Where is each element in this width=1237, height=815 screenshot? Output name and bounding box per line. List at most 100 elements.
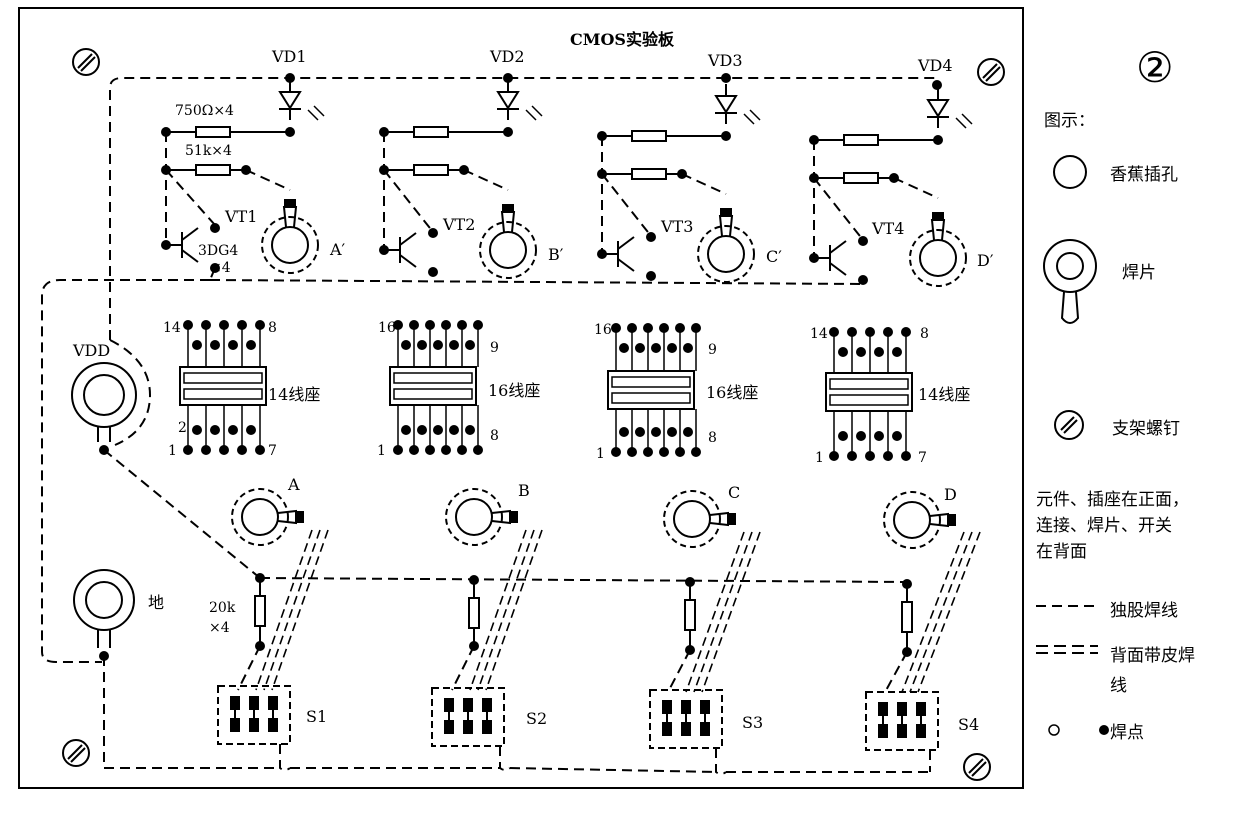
switch-s3[interactable] <box>649 689 723 749</box>
standoff-screw-icon <box>72 48 100 76</box>
switch-s3-label: S3 <box>742 713 763 732</box>
output-jack-c[interactable] <box>697 207 755 283</box>
resistor-51k-label: 51k×4 <box>185 143 232 159</box>
vt3-label: VT3 <box>660 217 693 236</box>
socket-4-top-right: 8 <box>920 326 929 342</box>
socket-pin <box>874 431 884 441</box>
insulated-wire-icon <box>1036 645 1098 654</box>
resistor-750-label: 750Ω×4 <box>175 103 234 119</box>
socket-pin <box>401 425 411 435</box>
socket-3-bottom-right: 8 <box>708 430 717 446</box>
socket-pin <box>237 445 247 455</box>
legend-standoff-screw: 支架螺钉 <box>1112 419 1180 439</box>
solder-lug-icon <box>1043 239 1097 324</box>
ic-socket[interactable] <box>825 327 913 461</box>
socket-pin <box>659 447 669 457</box>
socket-pin <box>901 327 911 337</box>
socket-pin <box>210 425 220 435</box>
socket-pin <box>393 445 403 455</box>
socket-pin <box>691 323 701 333</box>
ground-bus-bottom <box>103 656 930 773</box>
vd4-label: VD4 <box>917 56 953 75</box>
vd2-label: VD2 <box>489 47 525 66</box>
standoff-screw-icon <box>977 58 1005 86</box>
legend-banana-jack: 香蕉插孔 <box>1110 165 1178 185</box>
socket-pin <box>192 340 202 350</box>
socket-pin <box>883 327 893 337</box>
ground-jack[interactable] <box>73 569 135 661</box>
socket-pin <box>425 445 435 455</box>
input-jack-c[interactable] <box>663 490 737 548</box>
led-icon <box>496 79 543 121</box>
input-jack-b[interactable] <box>445 488 519 546</box>
socket-pin <box>441 320 451 330</box>
led-icon <box>926 87 973 129</box>
socket-pin <box>691 447 701 457</box>
socket-pin <box>838 347 848 357</box>
socket-pin <box>409 320 419 330</box>
socket-pin <box>865 451 875 461</box>
board-title: CMOS实验板 <box>570 30 675 49</box>
socket-pin <box>883 451 893 461</box>
switch-s2[interactable] <box>431 687 505 747</box>
output-b-label: B′ <box>548 245 564 264</box>
vdd-jack[interactable] <box>71 362 137 455</box>
socket-pin <box>847 451 857 461</box>
socket-pin <box>465 425 475 435</box>
output-jack-d[interactable] <box>909 211 967 287</box>
socket-1-bottom-mid: 2 <box>178 420 187 436</box>
transistor-label: 3DG4 <box>198 243 238 259</box>
socket-pin <box>201 320 211 330</box>
output-jack-b[interactable] <box>479 203 537 279</box>
input-jack-a[interactable] <box>231 488 305 546</box>
socket-pin <box>683 427 693 437</box>
socket-pin <box>651 427 661 437</box>
input-pullup-bus <box>259 577 908 583</box>
socket-2-bottom-right: 8 <box>490 428 499 444</box>
pullup-resistors <box>254 573 913 657</box>
output-c-label: C′ <box>766 247 782 266</box>
socket-2-name: 16线座 <box>488 381 540 400</box>
banana-jack-icon <box>1053 155 1087 189</box>
driver-stage-3 <box>597 83 761 283</box>
socket-1-bottom-left: 1 <box>168 443 177 459</box>
socket-pin <box>401 340 411 350</box>
socket-pin <box>838 431 848 441</box>
socket-pin <box>865 327 875 337</box>
output-d-label: D′ <box>977 251 994 270</box>
legend-solder-lug: 焊片 <box>1122 263 1156 283</box>
switch-s4[interactable] <box>865 691 939 751</box>
figure-number: ② <box>1136 43 1174 92</box>
legend-solder-point: 焊点 <box>1110 723 1144 743</box>
ic-socket[interactable] <box>389 320 483 455</box>
socket-pin <box>219 445 229 455</box>
socket-pin <box>210 340 220 350</box>
socket-pin <box>901 451 911 461</box>
vd3-label: VD3 <box>707 51 743 70</box>
socket-pin <box>847 327 857 337</box>
resistor-20k-qty: ×4 <box>209 620 230 636</box>
socket-pin <box>457 320 467 330</box>
socket-pin <box>228 340 238 350</box>
standoff-screw-icon <box>62 739 90 767</box>
vd1-label: VD1 <box>271 47 307 66</box>
socket-pin <box>255 320 265 330</box>
socket-3-top-left: 16 <box>594 322 612 338</box>
socket-pin <box>201 445 211 455</box>
socket-pin <box>856 347 866 357</box>
socket-pin <box>651 343 661 353</box>
input-a-label: A <box>287 475 300 494</box>
socket-pin <box>667 427 677 437</box>
ic-socket[interactable] <box>607 323 701 457</box>
ic-socket[interactable] <box>179 320 267 455</box>
standoff-screw-legend-icon <box>1054 410 1084 440</box>
switch-s2-label: S2 <box>526 709 547 728</box>
switch-s1[interactable] <box>217 685 291 745</box>
ic-sockets <box>179 320 913 461</box>
socket-pin <box>619 343 629 353</box>
socket-pin <box>473 445 483 455</box>
output-jack-a[interactable] <box>261 198 319 274</box>
socket-pin <box>457 445 467 455</box>
socket-pin <box>619 427 629 437</box>
